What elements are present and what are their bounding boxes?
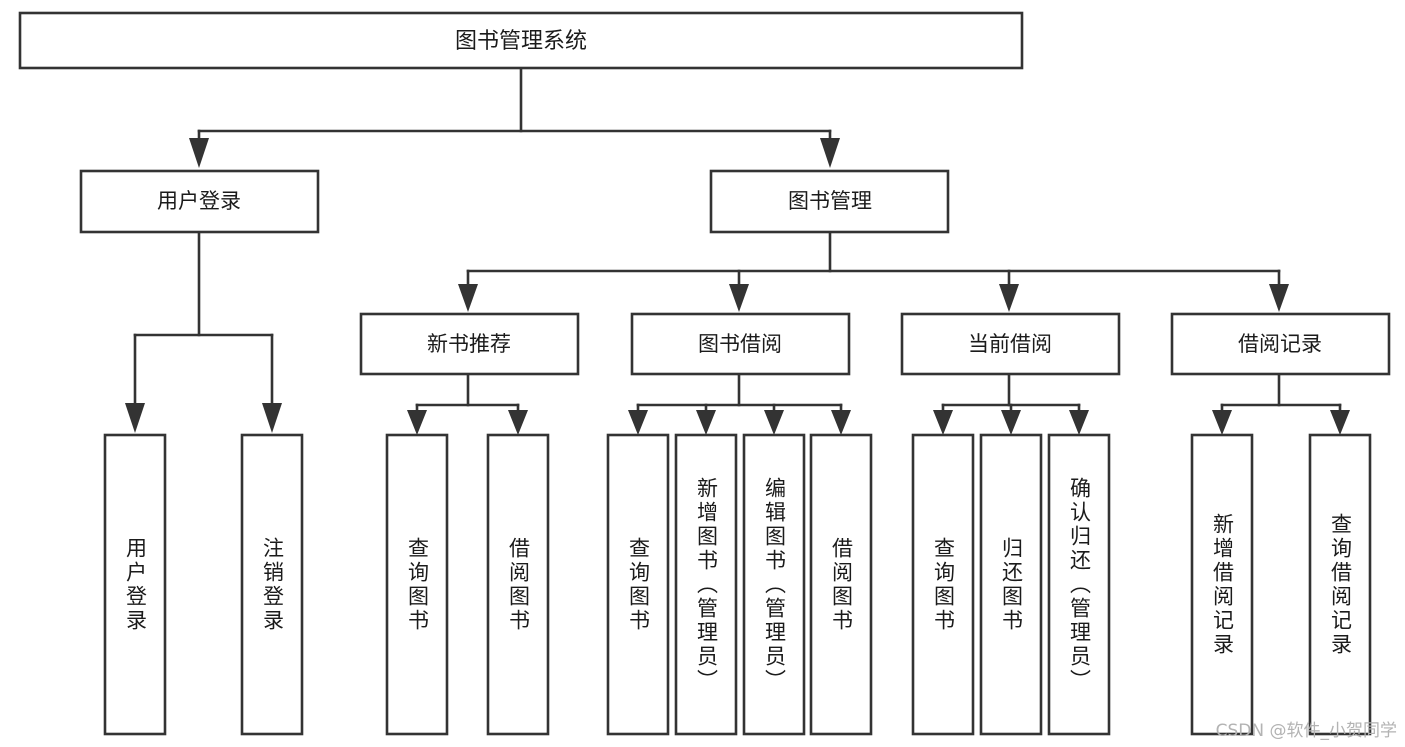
arrow-head-leaf-bb-3 — [764, 410, 784, 435]
leaf-box-user-login-1[interactable] — [103, 433, 167, 736]
leaf-box-bookborrow-4[interactable] — [809, 433, 873, 736]
leaf-box-newbook-1[interactable] — [385, 433, 449, 736]
arrow-head-book-manage — [820, 138, 840, 168]
arrow-head-leaf-bb-1 — [628, 410, 648, 435]
leaf-box-borrowrecord-2[interactable] — [1308, 433, 1372, 736]
node-new-book-recommend-box[interactable] — [359, 312, 580, 376]
leaf-box-borrowrecord-1[interactable] — [1190, 433, 1254, 736]
node-user-login-box[interactable] — [79, 169, 320, 234]
leaf-box-user-login-2[interactable] — [240, 433, 304, 736]
node-book-manage-label: 图书管理 — [788, 189, 872, 213]
arrow-head-borrow-record — [1269, 284, 1289, 312]
leaf-box-currentborrow-2[interactable] — [979, 433, 1043, 736]
leaf-box-bookborrow-1[interactable] — [606, 433, 670, 736]
arrow-head-book-borrow — [729, 284, 749, 312]
arrow-head-leaf-cb-1 — [933, 410, 953, 435]
node-borrow-record-label: 借阅记录 — [1238, 332, 1322, 356]
arrow-head-leaf-newbook-2 — [508, 410, 528, 435]
node-book-borrow-label: 图书借阅 — [698, 332, 782, 356]
node-user-login-label: 用户登录 — [157, 189, 241, 213]
arrow-head-leaf-cb-3 — [1069, 410, 1089, 435]
node-root-label: 图书管理系统 — [455, 29, 587, 54]
node-current-borrow-label: 当前借阅 — [968, 332, 1052, 356]
arrow-head-user-login — [189, 138, 209, 168]
arrow-head-leaf-cb-2 — [1001, 410, 1021, 435]
arrow-head-leaf-bb-2 — [696, 410, 716, 435]
node-borrow-record-box[interactable] — [1170, 312, 1391, 376]
leaf-box-newbook-2[interactable] — [486, 433, 550, 736]
arrow-head-leaf-user-login-2 — [262, 403, 282, 433]
node-new-book-recommend-label: 新书推荐 — [427, 332, 511, 356]
arrow-head-leaf-br-1 — [1212, 410, 1232, 435]
leaf-box-bookborrow-2[interactable] — [674, 433, 738, 736]
arrow-head-leaf-newbook-1 — [407, 410, 427, 435]
arrow-head-leaf-user-login-1 — [125, 403, 145, 433]
leaf-box-currentborrow-1[interactable] — [911, 433, 975, 736]
leaf-box-bookborrow-3[interactable] — [742, 433, 806, 736]
csdn-watermark: CSDN @软件_小贺同学 — [1215, 721, 1397, 741]
arrow-head-new-book — [458, 284, 478, 312]
node-book-manage-box[interactable] — [709, 169, 950, 234]
node-current-borrow-box[interactable] — [900, 312, 1121, 376]
arrow-head-current-borrow — [999, 284, 1019, 312]
node-book-borrow-box[interactable] — [630, 312, 851, 376]
arrow-head-leaf-br-2 — [1330, 410, 1350, 435]
node-root-box[interactable] — [18, 11, 1024, 70]
leaf-box-currentborrow-3[interactable] — [1047, 433, 1111, 736]
arrow-head-leaf-bb-4 — [831, 410, 851, 435]
